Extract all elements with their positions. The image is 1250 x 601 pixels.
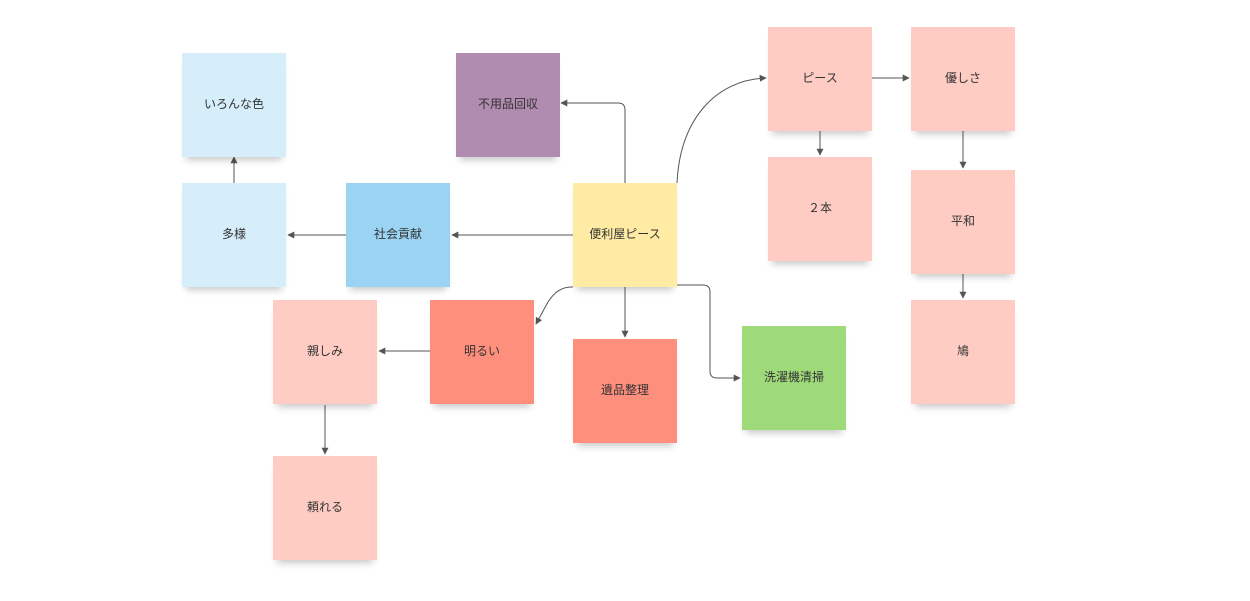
note-nihon[interactable]: ２本: [768, 157, 872, 261]
connector-center-to-akarui: [535, 286, 574, 325]
note-ironna[interactable]: いろんな色: [182, 53, 286, 157]
note-hato-label: 鳩: [956, 344, 969, 359]
note-tayou-label: 多様: [221, 227, 246, 242]
note-shakai[interactable]: 社会貢献: [346, 183, 450, 287]
note-peace-label: ピース: [802, 71, 838, 86]
connector-center-to-peace: [676, 74, 767, 184]
note-ironna-label: いろんな色: [203, 97, 264, 112]
note-center-label: 便利屋ピース: [589, 227, 661, 242]
note-fuyouhin[interactable]: 不用品回収: [456, 53, 560, 157]
note-peace[interactable]: ピース: [768, 27, 872, 131]
note-heiwa-label: 平和: [950, 214, 975, 229]
note-tayou[interactable]: 多様: [182, 183, 286, 287]
note-tayoreru[interactable]: 頼れる: [273, 456, 377, 560]
note-ihin-label: 遺品整理: [600, 383, 649, 398]
note-sentaku[interactable]: 洗濯機清掃: [742, 326, 846, 430]
note-akarui-label: 明るい: [463, 344, 500, 359]
note-center[interactable]: 便利屋ピース: [573, 183, 677, 287]
note-nihon-label: ２本: [807, 201, 832, 216]
connector-center-to-sentaku: [677, 284, 741, 382]
note-shakai-label: 社会貢献: [373, 227, 422, 242]
note-tayoreru-label: 頼れる: [306, 500, 343, 515]
note-yasashisa-label: 優しさ: [944, 71, 981, 86]
note-shitashimi[interactable]: 親しみ: [273, 300, 377, 404]
note-shitashimi-label: 親しみ: [306, 344, 343, 359]
note-ihin[interactable]: 遺品整理: [573, 339, 677, 443]
note-sentaku-label: 洗濯機清掃: [763, 370, 824, 385]
connector-center-to-fuyouhin: [560, 99, 626, 183]
note-hato[interactable]: 鳩: [911, 300, 1015, 404]
note-heiwa[interactable]: 平和: [911, 170, 1015, 274]
note-fuyouhin-label: 不用品回収: [477, 97, 538, 112]
note-akarui[interactable]: 明るい: [430, 300, 534, 404]
note-yasashisa[interactable]: 優しさ: [911, 27, 1015, 131]
